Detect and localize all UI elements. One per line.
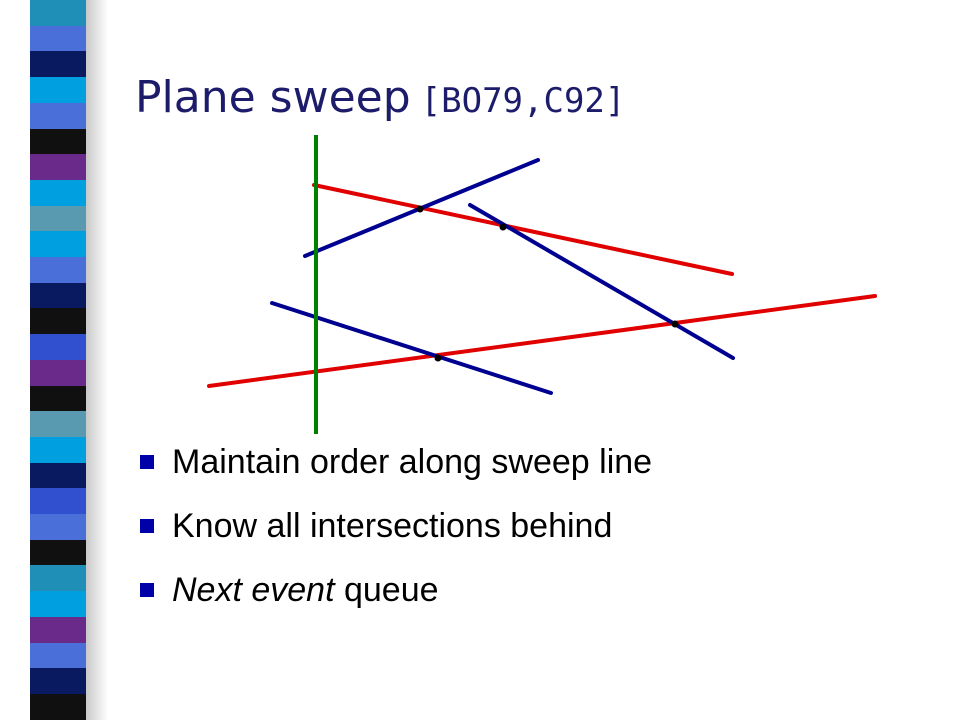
stripe-segment [30,693,86,720]
bullet-text: Next event queue [172,570,439,609]
bullet-item: Maintain order along sweep line [140,430,652,494]
stripe-segment [30,128,86,155]
stripe-segment [30,51,86,78]
stripe-segment [30,179,86,206]
stripe-segment [30,25,86,52]
blue-segment-b [468,203,735,360]
red-segment-upper [312,183,734,276]
bullet-item: Know all intersections behind [140,494,652,558]
red-segment-lower [207,294,877,388]
stripe-segment [30,591,86,617]
bullet-text: Maintain order along sweep line [172,442,653,481]
square-bullet-icon [140,455,154,469]
stripe-segment [30,514,86,540]
title-reference: [BO79,C92] [420,81,626,121]
decorative-stripe [30,0,86,720]
intersection-point [499,223,507,231]
stripe-segment [30,257,86,283]
square-bullet-icon [140,583,154,597]
stripe-segment [30,359,86,386]
blue-segment-c [270,301,553,395]
intersection-point [671,320,679,328]
stripe-shadow [86,0,108,720]
slide-title: Plane sweep[BO79,C92] [135,72,625,123]
stripe-segment [30,462,86,489]
stripe-segment [30,231,86,258]
stripe-segment [30,334,86,360]
stripe-segment [30,436,86,463]
stripe-segment [30,488,86,515]
stripe-segment [30,102,86,129]
intersection-point [416,205,424,213]
blue-segments [270,158,735,395]
stripe-segment [30,616,86,643]
stripe-segment [30,0,86,26]
stripe-segment [30,308,86,335]
stripe-segment [30,385,86,412]
red-segments [207,183,877,388]
stripe-segment [30,205,86,232]
stripe-segment [30,642,86,669]
stripe-segment [30,154,86,180]
stripe-segment [30,411,86,437]
intersection-points [416,205,679,362]
stripe-segment [30,565,86,592]
intersection-point [434,354,442,362]
bullet-text: Know all intersections behind [172,506,613,545]
stripe-segment [30,668,86,694]
stripe-segment [30,77,86,103]
square-bullet-icon [140,519,154,533]
bullet-list: Maintain order along sweep line Know all… [140,430,652,622]
bullet-item: Next event queue [140,558,652,622]
stripe-segment [30,539,86,566]
stripe-segment [30,282,86,309]
title-text: Plane sweep [135,72,411,123]
